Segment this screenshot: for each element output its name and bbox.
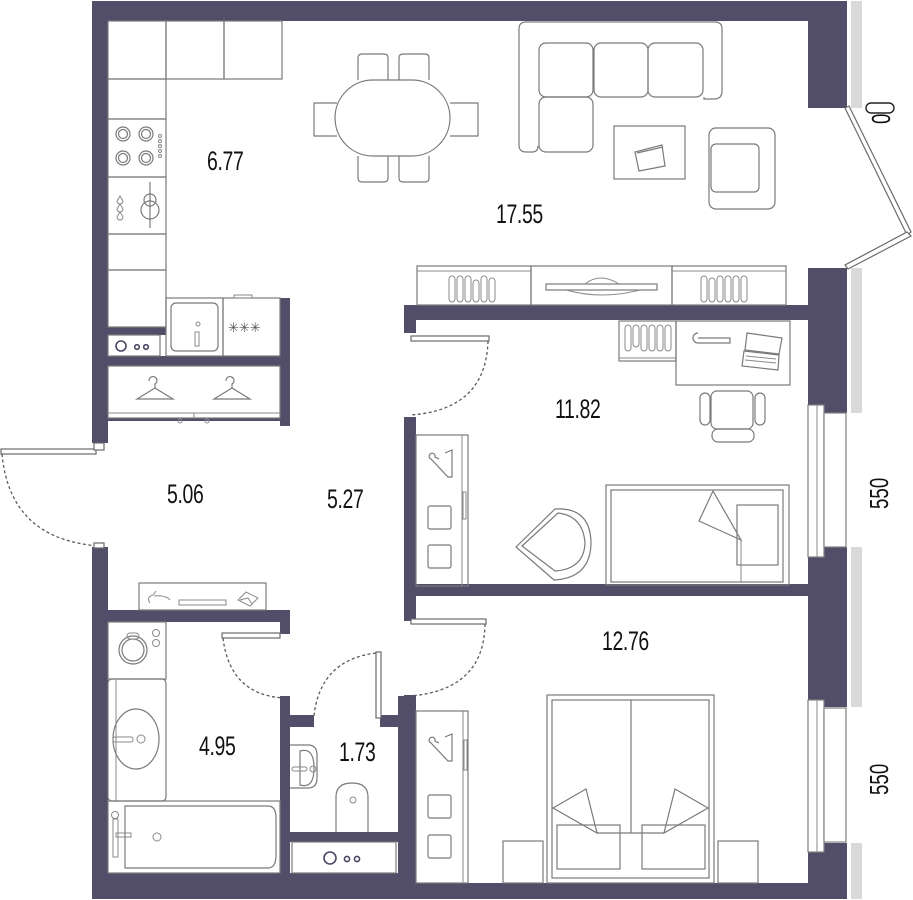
room-area-living-room: 17.55	[496, 199, 543, 229]
washing-machine	[107, 621, 167, 680]
nightstand-left	[502, 840, 544, 884]
bookshelf	[618, 320, 677, 362]
toilet-sink	[290, 744, 318, 789]
bathroom-sink	[107, 678, 167, 802]
windows	[807, 1, 862, 899]
dimension-bedroom-2-window: 550	[864, 763, 894, 795]
armchair	[708, 127, 776, 210]
desk-chair	[699, 390, 766, 443]
entrance-door[interactable]	[0, 442, 105, 549]
dining-table	[313, 53, 479, 183]
key-shelf	[138, 582, 267, 611]
room-area-bathroom: 4.95	[199, 731, 236, 761]
dimension-balcony: 0	[866, 113, 896, 124]
bedroom2-door[interactable]	[409, 618, 487, 697]
room-area-bedroom-1: 11.82	[555, 394, 601, 424]
toilet-door[interactable]	[313, 651, 382, 719]
round-armchair	[515, 508, 592, 581]
bathroom-door[interactable]	[221, 632, 285, 699]
room-area-bedroom-2: 12.76	[602, 626, 649, 656]
kitchen-counter	[107, 20, 283, 328]
outer-walls	[92, 1, 847, 899]
boiler	[291, 841, 397, 874]
dimension-bedroom-1-window: 550	[864, 477, 894, 509]
double-bed	[546, 694, 715, 884]
coffee-table	[613, 125, 686, 180]
room-area-kitchen: 6.77	[207, 146, 244, 176]
toilet-bowl	[335, 782, 369, 832]
room-area-corridor: 5.27	[327, 484, 364, 514]
bedroom1-door[interactable]	[409, 335, 490, 416]
room-area-toilet: 1.73	[339, 737, 376, 767]
bedroom1-wardrobe	[415, 434, 469, 587]
bedroom2-wardrobe	[415, 710, 469, 884]
room-area-entrance-hall: 5.06	[167, 479, 204, 509]
kitchen-niche: ✳✳✳	[107, 294, 281, 357]
tv-unit	[416, 265, 787, 306]
desk	[675, 320, 791, 386]
bathtub	[107, 800, 281, 874]
cooktop-symbol: ✳✳✳	[228, 320, 261, 335]
hall-wardrobe	[107, 365, 281, 424]
balcony-door[interactable]	[844, 105, 913, 270]
hanger-icon	[211, 375, 253, 400]
nightstand-right	[717, 840, 759, 884]
cooktop-icon	[115, 126, 162, 166]
interior-walls	[108, 298, 810, 887]
hanger-icon	[134, 375, 176, 400]
sink-icon	[116, 182, 160, 228]
corner-sofa	[518, 21, 723, 153]
single-bed	[605, 484, 790, 586]
laptop-icon	[741, 332, 783, 371]
dim-zero-marker	[865, 102, 895, 114]
